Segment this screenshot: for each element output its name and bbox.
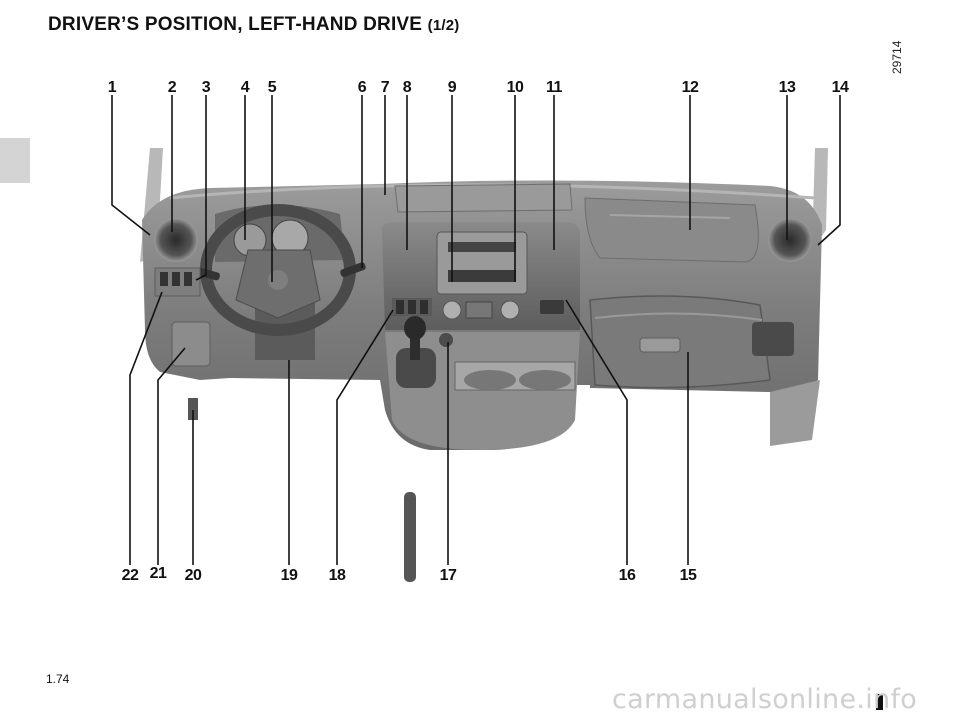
bottom-callouts: 22 21 20 19 18 17 16 15: [122, 565, 698, 584]
callout-16: 16: [619, 567, 636, 584]
page-title: DRIVER’S POSITION, LEFT-HAND DRIVE (1/2): [48, 14, 460, 35]
left-lower-cubby: [171, 321, 211, 367]
gear-stick: [410, 330, 420, 360]
callout-12: 12: [682, 79, 699, 96]
page-title-suffix: (1/2): [427, 17, 460, 34]
top-leader-lines: [111, 95, 841, 282]
right-vent: [768, 218, 812, 262]
callout-17: 17: [440, 567, 457, 584]
bottom-leader-lines: [129, 291, 689, 565]
gear-knob: [404, 316, 426, 340]
callout-8: 8: [403, 79, 412, 96]
heater-knob-1: [442, 300, 462, 320]
right-cubby: [752, 322, 794, 356]
callout-5: 5: [268, 79, 277, 96]
callout-6: 6: [358, 79, 367, 96]
callout-3: 3: [202, 79, 211, 96]
page-number: 1.74: [46, 672, 70, 686]
radio-unit: [436, 231, 528, 295]
accessory-socket: [439, 333, 453, 347]
callout-4: 4: [241, 79, 250, 96]
corner-mark: [876, 694, 883, 710]
callout-18: 18: [329, 567, 346, 584]
radio-display: [448, 270, 516, 282]
callout-21: 21: [150, 565, 167, 582]
radio-slot: [448, 242, 516, 252]
heater-knob-2: [500, 300, 520, 320]
horn-badge: [268, 270, 288, 290]
right-door-panel: [770, 380, 820, 446]
handbrake-lever: [404, 492, 416, 582]
callout-11: 11: [546, 79, 563, 96]
glovebox-lip: [594, 312, 763, 321]
left-vent: [154, 218, 198, 262]
light-stalk: [196, 267, 220, 281]
callout-7: 7: [381, 79, 390, 96]
callout-20: 20: [185, 567, 202, 584]
callout-2: 2: [168, 79, 177, 96]
footer-watermark: carmanualsonline.info: [612, 684, 918, 715]
passenger-airbag: [584, 197, 759, 263]
callout-14: 14: [832, 79, 849, 96]
wiper-stalk: [340, 262, 366, 278]
callout-10: 10: [507, 79, 524, 96]
gear-gaiter: [396, 348, 436, 388]
callout-19: 19: [281, 567, 298, 584]
upper-storage: [394, 183, 573, 213]
callout-13: 13: [779, 79, 796, 96]
airbag-seam: [609, 214, 731, 219]
glovebox-handle: [639, 337, 681, 353]
callout-1: 1: [108, 79, 117, 96]
callout-9: 9: [448, 79, 457, 96]
callout-22: 22: [122, 567, 139, 584]
bonnet-release: [188, 398, 198, 420]
callout-15: 15: [680, 567, 697, 584]
hazard-switch: [540, 300, 564, 314]
heater-slider: [465, 301, 493, 319]
section-tab: [0, 138, 30, 183]
top-callouts: 1 2 3 4 5 6 7 8 9 10 11 12 13 14: [108, 79, 850, 96]
